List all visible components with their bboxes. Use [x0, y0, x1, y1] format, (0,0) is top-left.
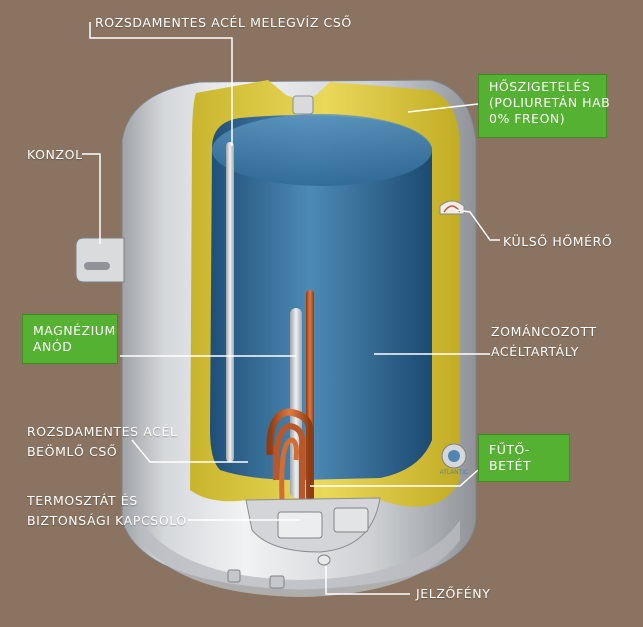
water-chamber	[210, 115, 432, 480]
label-hot-water-pipe: ROZSDAMENTES ACÉL MELEGVÍZ CSŐ	[95, 15, 352, 30]
label-insulation: HŐSZIGETELÉS (POLIURETÁN HAB 0% FREON)	[478, 74, 611, 138]
label-insulation-line-3: 0% FREON)	[489, 111, 566, 126]
label-heater-line-1: FŰTŐ-	[489, 442, 530, 457]
label-thermostat-line-1: TERMOSZTÁT ÉS	[27, 493, 138, 508]
label-konzol: KONZOL	[27, 147, 83, 162]
outlet-stub-right	[269, 575, 285, 589]
label-magnesium-anode: MAGNÉZIUM ANÓD	[22, 314, 118, 364]
thermostat-box	[277, 511, 323, 539]
label-heater-line-2: BETÉT	[489, 458, 532, 473]
label-external-thermometer: KÜLSŐ HŐMÉRŐ	[503, 234, 613, 249]
label-inlet-pipe: ROZSDAMENTES ACÉL BEÖMLŐ CSŐ	[27, 422, 178, 462]
label-anode-line-1: MAGNÉZIUM	[33, 323, 116, 338]
label-thermostat: TERMOSZTÁT ÉS BIZTONSÁGI KAPCSOLÓ	[27, 491, 187, 531]
label-anode-line-2: ANÓD	[33, 339, 73, 354]
bottom-cap	[140, 520, 460, 597]
top-fitting	[292, 95, 314, 115]
brand-text: ATLANTIC	[440, 470, 469, 476]
hot-water-pipe	[226, 142, 234, 462]
wall-bracket	[75, 237, 125, 283]
label-insulation-line-1: HŐSZIGETELÉS	[489, 79, 591, 94]
switch-box	[333, 507, 369, 533]
leader-lines	[82, 22, 500, 595]
heater-element	[266, 290, 314, 502]
indicator-light	[317, 554, 331, 566]
water-dome	[212, 114, 432, 186]
label-thermostat-line-2: BIZTONSÁGI KAPCSOLÓ	[27, 513, 187, 528]
label-tank-line-1: ZOMÁNCOZOTT	[491, 324, 597, 339]
label-heater-element: FŰTŐ- BETÉT	[478, 434, 570, 482]
label-tank-line-2: ACÉLTARTÁLY	[491, 344, 579, 359]
outlet-stub-left	[227, 569, 241, 583]
label-indicator-light: JELZŐFÉNY	[416, 586, 491, 601]
label-enamel-tank: ZOMÁNCOZOTT ACÉLTARTÁLY	[491, 322, 597, 362]
label-insulation-line-2: (POLIURETÁN HAB	[489, 95, 611, 110]
wall-bracket-slot	[84, 262, 110, 270]
thermometer-dial	[439, 200, 465, 215]
brand-logo-inner	[448, 450, 460, 462]
label-inlet-line-1: ROZSDAMENTES ACÉL	[27, 424, 178, 439]
label-inlet-line-2: BEÖMLŐ CSŐ	[27, 444, 118, 459]
